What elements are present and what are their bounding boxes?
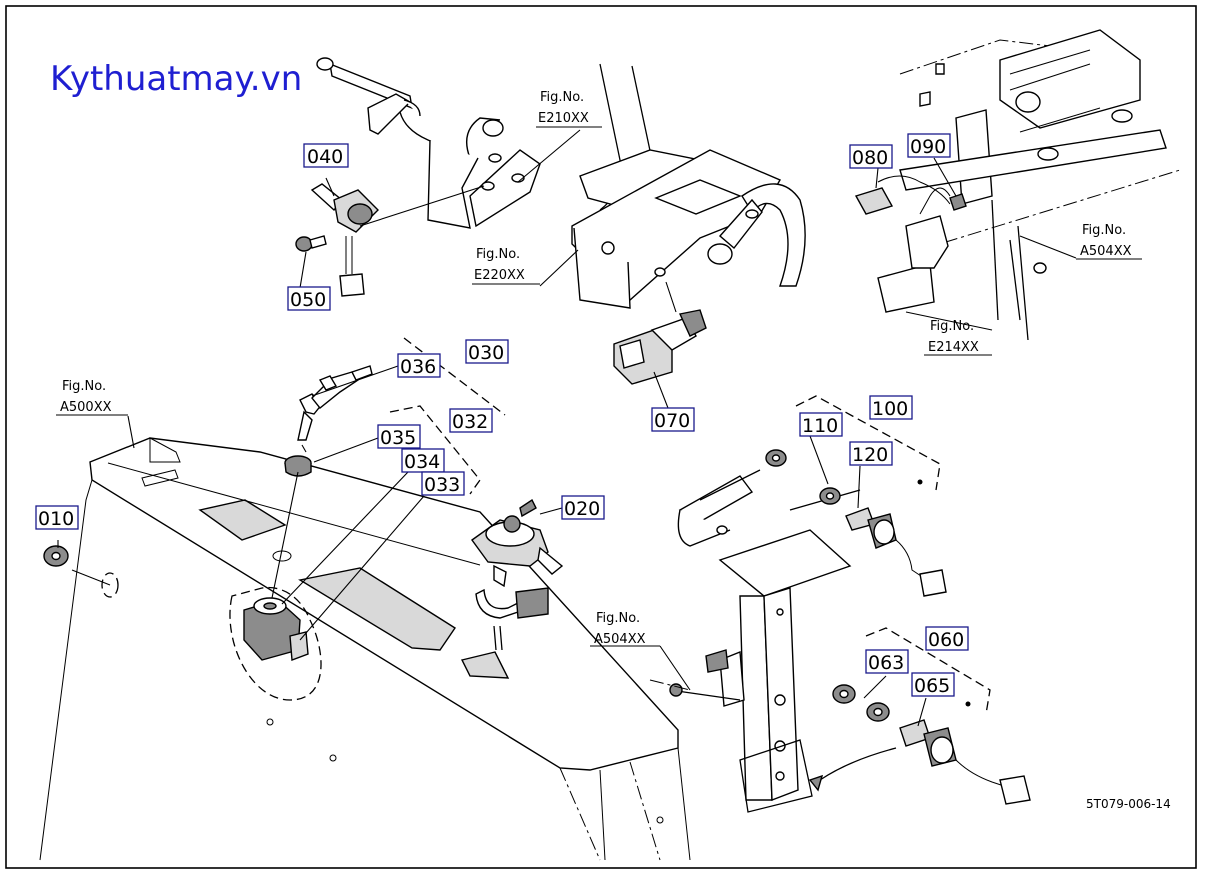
brake-switch-bracket: [649, 435, 1031, 813]
svg-text:032: 032: [452, 411, 488, 433]
svg-text:034: 034: [404, 451, 440, 473]
svg-text:Fig.No.: Fig.No.: [930, 319, 974, 334]
label-040: 040: [303, 143, 349, 168]
leader-033: [299, 495, 425, 641]
svg-text:090: 090: [910, 136, 946, 158]
leader-a504-bottom: [659, 645, 691, 691]
svg-text:065: 065: [914, 675, 950, 697]
svg-text:A500XX: A500XX: [60, 400, 112, 415]
svg-text:070: 070: [654, 410, 690, 432]
bracket-030: [403, 337, 506, 416]
bracket-060: [865, 627, 991, 715]
svg-text:110: 110: [802, 415, 838, 437]
svg-text:030: 030: [468, 342, 504, 364]
label-120: 120: [849, 441, 893, 466]
part-020-rotary-switch: [471, 498, 564, 651]
svg-text:Fig.No.: Fig.No.: [596, 611, 640, 626]
bracket-032: [389, 405, 481, 495]
key-switch-assembly: [229, 365, 373, 701]
leader-a500: [127, 415, 135, 449]
label-036: 036: [397, 353, 441, 378]
fig-ref-a504-bottom: Fig.No. A504XX: [590, 611, 660, 647]
label-060: 060: [925, 626, 969, 651]
svg-text:120: 120: [852, 444, 888, 466]
fig-ref-e214: Fig.No. E214XX: [924, 319, 992, 356]
watermark-text: Kythuatmay.vn: [50, 59, 302, 99]
drawing-code: 5T079-006-14: [1086, 797, 1171, 811]
svg-text:010: 010: [38, 508, 74, 530]
svg-text:050: 050: [290, 289, 326, 311]
label-070: 070: [651, 407, 695, 432]
svg-text:033: 033: [424, 474, 460, 496]
label-035: 035: [377, 424, 421, 449]
label-034: 034: [401, 448, 445, 473]
hydraulic-lever-assembly: [295, 57, 541, 297]
leader-e220: [539, 249, 579, 287]
fig-ref-a504-top: Fig.No. A504XX: [1076, 223, 1142, 260]
label-110: 110: [799, 412, 843, 437]
svg-text:E210XX: E210XX: [538, 111, 589, 126]
svg-text:Fig.No.: Fig.No.: [1082, 223, 1126, 238]
label-032: 032: [449, 408, 493, 433]
svg-text:Fig.No.: Fig.No.: [62, 379, 106, 394]
label-020: 020: [561, 495, 605, 520]
svg-text:Fig.No.: Fig.No.: [476, 247, 520, 262]
bracket-100: [795, 395, 941, 491]
label-033: 033: [421, 471, 465, 496]
label-030: 030: [465, 339, 509, 364]
label-063: 063: [865, 649, 909, 674]
part-010-washer: [43, 545, 69, 567]
lever-bracket-assembly: [571, 63, 806, 409]
fig-ref-a500: Fig.No. A500XX: [56, 379, 128, 416]
drawing-border: [5, 5, 1197, 869]
svg-text:036: 036: [400, 356, 436, 378]
label-080: 080: [849, 144, 893, 169]
svg-text:063: 063: [868, 652, 904, 674]
svg-text:035: 035: [380, 427, 416, 449]
label-010: 010: [35, 505, 79, 530]
svg-text:020: 020: [564, 498, 600, 520]
fig-ref-e210: Fig.No. E210XX: [536, 90, 602, 128]
svg-text:A504XX: A504XX: [594, 632, 646, 647]
label-050: 050: [287, 286, 331, 311]
label-065: 065: [911, 672, 955, 697]
seat-switch-assembly: [854, 29, 1181, 341]
fig-ref-e220: Fig.No. E220XX: [472, 247, 540, 285]
svg-text:E214XX: E214XX: [928, 340, 979, 355]
svg-text:080: 080: [852, 147, 888, 169]
leader-036: [311, 365, 399, 397]
svg-text:100: 100: [872, 398, 908, 420]
leader-035: [313, 437, 379, 463]
svg-text:E220XX: E220XX: [474, 268, 525, 283]
svg-text:Fig.No.: Fig.No.: [540, 90, 584, 105]
svg-text:A504XX: A504XX: [1080, 244, 1132, 259]
dashboard-panel: [39, 437, 691, 861]
svg-text:040: 040: [307, 146, 343, 168]
leader-e210: [517, 129, 581, 183]
label-090: 090: [907, 133, 951, 158]
svg-text:060: 060: [928, 629, 964, 651]
label-100: 100: [869, 395, 913, 420]
leader-034: [281, 471, 409, 605]
